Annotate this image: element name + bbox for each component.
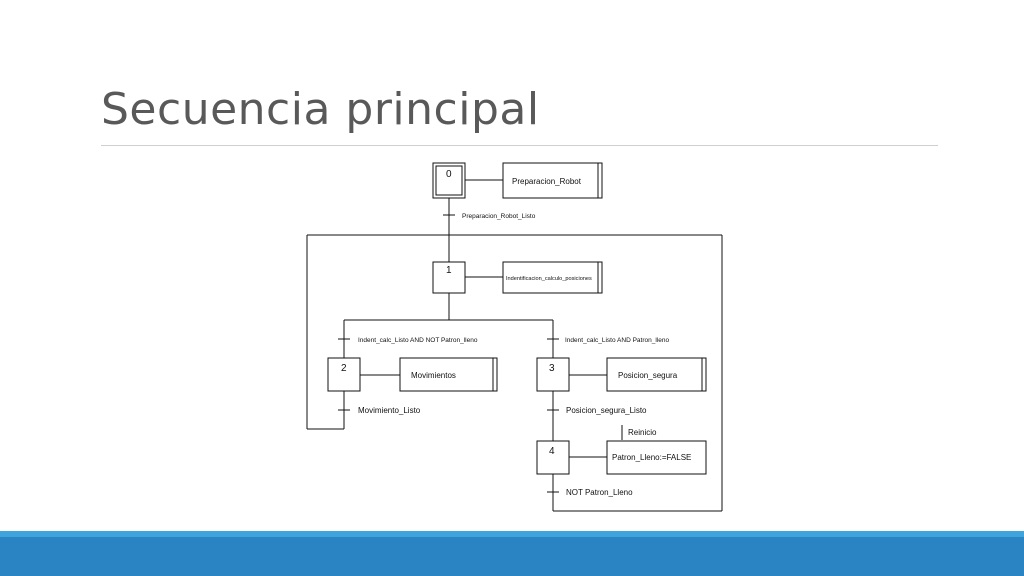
transition-label-0-1: Preparacion_Robot_Listo [462, 213, 536, 220]
action-box-1 [502, 261, 603, 294]
action-box-2 [399, 357, 498, 392]
step-0-number: 0 [446, 169, 452, 180]
transition-label-1-3: Indent_calc_Listo AND Patron_lleno [565, 337, 669, 344]
step-3-number: 3 [549, 363, 555, 374]
step-4-number: 4 [549, 446, 555, 457]
action-box-4 [606, 440, 707, 475]
action-label-4: Patron_Lleno:=FALSE [612, 453, 691, 462]
transition-label-1-2: Indent_calc_Listo AND NOT Patron_lleno [358, 337, 478, 344]
action-qualifier-4: Reinicio [628, 428, 657, 437]
action-label-0: Preparacion_Robot [512, 177, 582, 186]
action-label-3: Posicion_segura [618, 371, 678, 380]
title-divider [101, 145, 938, 146]
slide-title: Secuencia principal [101, 84, 540, 135]
transition-label-4-1: NOT Patron_Lleno [566, 488, 633, 497]
step-2-box [327, 357, 361, 392]
footer-bar [0, 537, 1024, 576]
action-label-1: Indentificacion_calculo_posiciones [506, 276, 592, 282]
step-4-box [536, 440, 570, 475]
action-label-2: Movimientos [411, 371, 456, 380]
step-1-number: 1 [446, 265, 452, 276]
footer-accent-strip [0, 531, 1024, 537]
step-2-number: 2 [341, 363, 347, 374]
step-0-inner-box [435, 165, 463, 196]
transition-label-2-1: Movimiento_Listo [358, 406, 421, 415]
action-box-0 [502, 162, 603, 199]
action-box-3 [606, 357, 707, 392]
step-1-box [432, 261, 466, 294]
step-3-box [536, 357, 570, 392]
transition-label-3-4: Posicion_segura_Listo [566, 406, 647, 415]
